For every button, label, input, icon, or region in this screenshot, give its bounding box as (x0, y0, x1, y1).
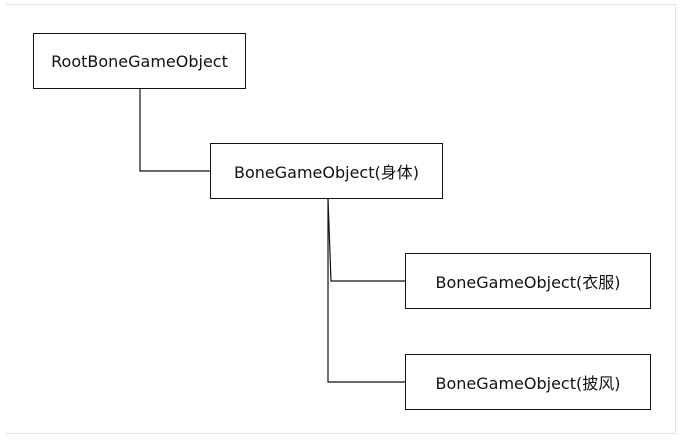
edge-body-to-clothes (327, 198, 405, 282)
node-label: BoneGameObject(身体) (234, 163, 419, 182)
node-bone-clothes: BoneGameObject(衣服) (405, 253, 651, 309)
node-bone-body: BoneGameObject(身体) (210, 143, 443, 199)
node-label: BoneGameObject(披风) (435, 374, 621, 393)
edge-root-to-body (139, 89, 210, 172)
node-bone-cape: BoneGameObject(披风) (405, 354, 651, 410)
diagram-frame (6, 4, 676, 434)
node-label: RootBoneGameObject (51, 51, 228, 71)
node-label: BoneGameObject(衣服) (435, 273, 621, 292)
edge-body-to-cape (327, 199, 405, 383)
node-root-bone-game-object: RootBoneGameObject (33, 33, 246, 89)
